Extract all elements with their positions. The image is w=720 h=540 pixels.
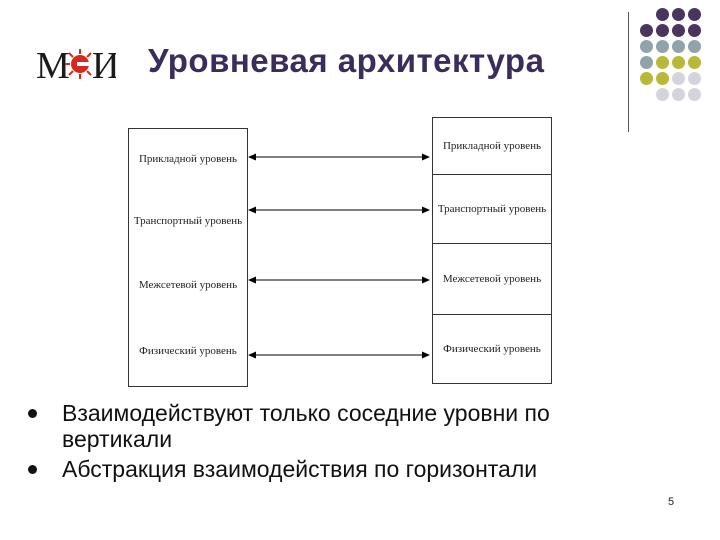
decorative-dot — [672, 56, 685, 69]
bullet-dot-icon — [28, 409, 37, 418]
bullet-list: Взаимодействуют только соседние уровни п… — [28, 400, 648, 486]
decorative-line — [628, 12, 629, 132]
left-protocol-stack: Прикладной уровень Транспортный уровень … — [128, 128, 248, 387]
decorative-dot — [688, 72, 701, 85]
slide-title: Уровневая архитектура — [148, 42, 545, 79]
right-protocol-stack: Прикладной уровень Транспортный уровень … — [432, 117, 552, 384]
right-layer-physical: Физический уровень — [443, 342, 541, 355]
decorative-dot — [656, 24, 669, 37]
arrow-physical — [248, 351, 430, 359]
decorative-dot — [656, 72, 669, 85]
arrow-application — [248, 153, 430, 161]
mei-logo: М И — [36, 45, 116, 86]
decorative-dot-grid — [640, 8, 720, 128]
bullet-text: Взаимодействуют только соседние уровни п… — [62, 400, 550, 452]
right-layer-transport: Транспортный уровень — [437, 202, 547, 215]
decorative-dot — [656, 8, 669, 21]
left-layer-application: Прикладной уровень — [138, 152, 238, 165]
left-layer-transport: Транспортный уровень — [133, 214, 243, 227]
decorative-dot — [640, 56, 653, 69]
right-layer-divider — [433, 174, 551, 175]
right-layer-divider — [433, 243, 551, 244]
bullet-item: Взаимодействуют только соседние уровни п… — [28, 400, 648, 452]
decorative-dot — [672, 40, 685, 53]
right-layer-divider — [433, 314, 551, 315]
bullet-item: Абстракция взаимодействия по горизонтали — [28, 456, 648, 482]
decorative-dot — [688, 88, 701, 101]
decorative-dot — [688, 40, 701, 53]
left-layer-physical: Физический уровень — [139, 345, 237, 357]
page-number: 5 — [668, 496, 675, 508]
decorative-dot — [688, 8, 701, 21]
arrow-transport — [248, 206, 430, 214]
right-layer-application: Прикладной уровень — [442, 139, 542, 152]
decorative-dot — [688, 24, 701, 37]
decorative-dot — [656, 88, 669, 101]
bullet-text: Абстракция взаимодействия по горизонтали — [62, 456, 538, 482]
arrow-internet — [248, 276, 430, 284]
decorative-dot — [672, 8, 685, 21]
decorative-dot — [656, 40, 669, 53]
decorative-dot — [640, 40, 653, 53]
right-layer-internet: Межсетевой уровень — [442, 272, 542, 285]
decorative-dot — [672, 88, 685, 101]
decorative-dot — [688, 56, 701, 69]
svg-text:М: М — [36, 45, 70, 86]
left-layer-internet: Межсетевой уровень — [138, 278, 238, 291]
bullet-dot-icon — [28, 465, 37, 474]
decorative-dot — [640, 72, 653, 85]
svg-text:И: И — [92, 45, 116, 86]
decorative-dot — [656, 56, 669, 69]
decorative-dot — [640, 24, 653, 37]
decorative-dot — [672, 24, 685, 37]
decorative-dot — [672, 72, 685, 85]
